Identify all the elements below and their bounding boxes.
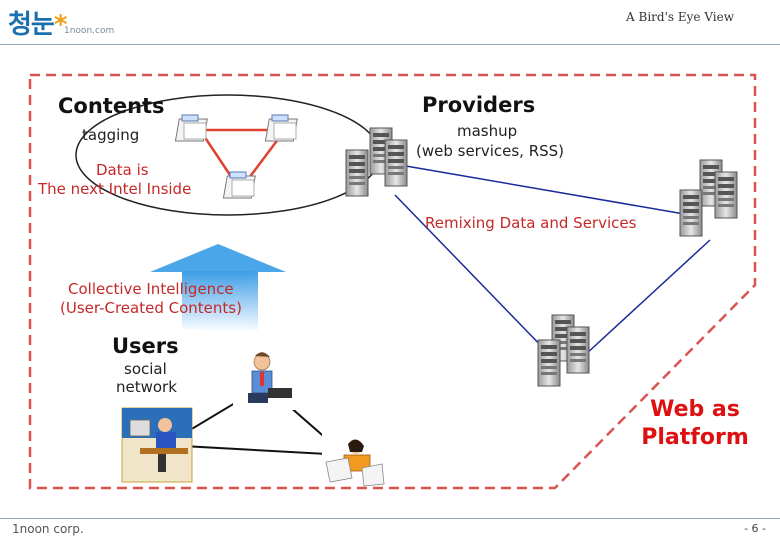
mashup-label: mashup bbox=[457, 122, 518, 140]
folder-icon-right bbox=[264, 114, 298, 142]
folder-icon-bottom bbox=[222, 171, 256, 199]
remixing-label: Remixing Data and Services bbox=[425, 214, 637, 232]
users-heading: Users bbox=[112, 334, 179, 358]
web-services-label: (web services, RSS) bbox=[416, 142, 565, 160]
header-divider bbox=[0, 44, 780, 45]
logo-star-icon: * bbox=[53, 10, 68, 40]
folder-icon-left bbox=[174, 114, 208, 142]
user-figure-left bbox=[121, 407, 193, 483]
user-figure-top bbox=[233, 348, 297, 410]
providers-heading: Providers bbox=[422, 93, 536, 117]
intel-inside-label: The next Intel Inside bbox=[38, 180, 192, 198]
server-cluster-providers bbox=[345, 127, 408, 197]
web-as-platform-title: Web as Platform bbox=[630, 396, 760, 452]
collective-intelligence-label: Collective Intelligence bbox=[68, 280, 234, 298]
company-logo: 청눈* bbox=[8, 4, 68, 41]
user-figure-right bbox=[322, 432, 385, 487]
logo-url: 1noon.com bbox=[64, 26, 115, 36]
network-label: network bbox=[116, 378, 177, 396]
network-link-2 bbox=[394, 194, 551, 356]
users-triangle bbox=[161, 383, 348, 457]
footer-divider bbox=[0, 518, 780, 519]
page-number: - 6 - bbox=[744, 522, 766, 535]
slide-title: A Bird's Eye View bbox=[626, 10, 734, 24]
web-as-label: Web as bbox=[650, 397, 740, 422]
server-cluster-right bbox=[679, 159, 738, 237]
social-label: social bbox=[124, 360, 167, 378]
server-cluster-bottom bbox=[537, 314, 590, 387]
platform-label: Platform bbox=[641, 425, 749, 450]
network-link-3 bbox=[584, 239, 711, 356]
user-created-contents-label: (User-Created Contents) bbox=[60, 299, 242, 317]
tagging-label: tagging bbox=[82, 126, 140, 144]
contents-triangle bbox=[197, 128, 288, 193]
footer-company: 1noon corp. bbox=[12, 522, 84, 536]
platform-dashed-border bbox=[28, 73, 757, 490]
data-is-label: Data is bbox=[96, 161, 149, 179]
logo-text: 청눈 bbox=[8, 10, 55, 40]
contents-heading: Contents bbox=[58, 94, 165, 118]
network-link-1 bbox=[399, 164, 691, 216]
